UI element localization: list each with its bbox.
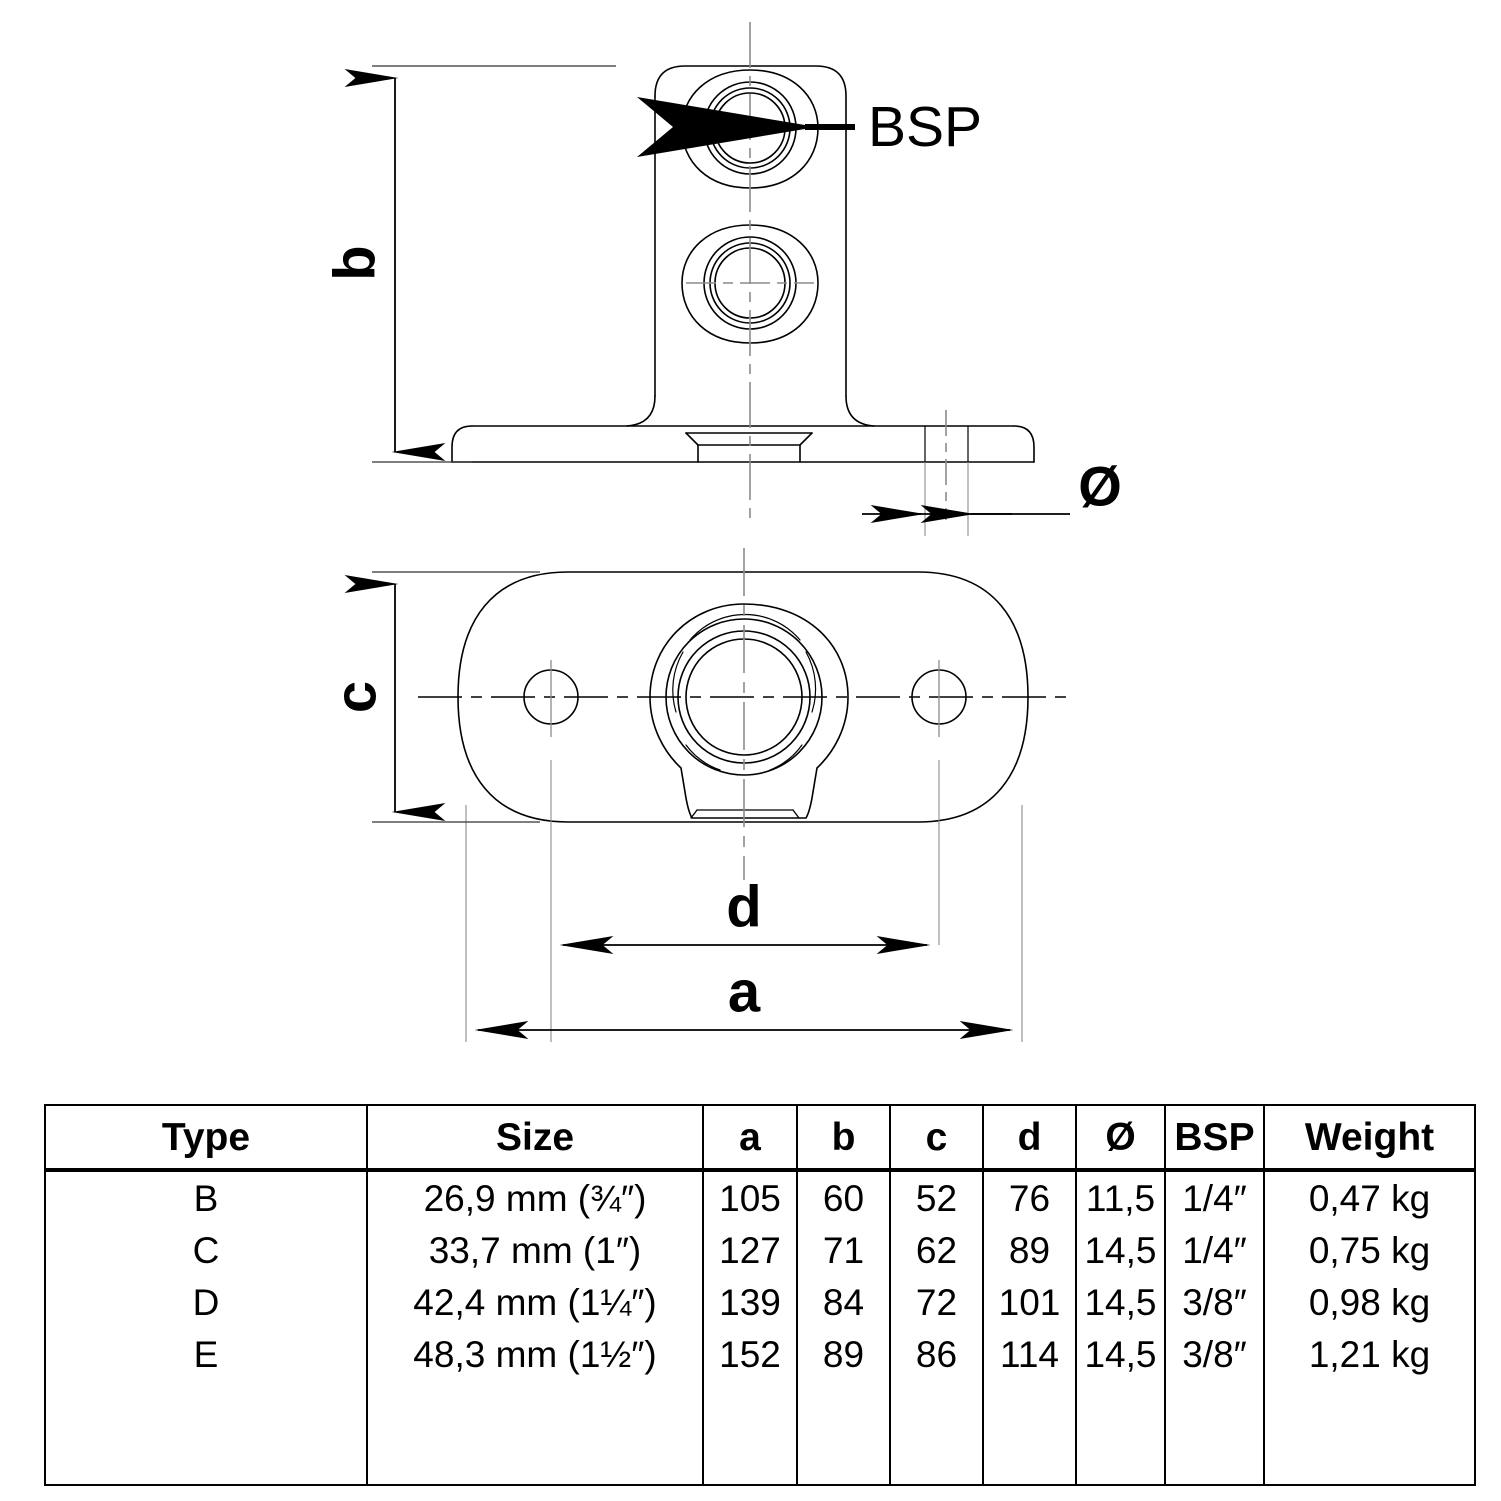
dimension-label-a: a (728, 960, 761, 1025)
cell-type: C (44, 1224, 368, 1276)
col-header-weight: Weight (1263, 1104, 1476, 1172)
cell-c: 52 (889, 1170, 984, 1224)
dimension-dia: Ø (862, 455, 1122, 523)
dimension-a: a (474, 960, 1014, 1039)
specification-table: Type Size a b c d Ø BSP Weight B 26,9 mm… (44, 1104, 1476, 1486)
cell-bsp: 1/4″ (1164, 1170, 1265, 1224)
table-header-row: Type Size a b c d Ø BSP Weight (44, 1104, 1476, 1172)
cell-empty (702, 1380, 798, 1486)
cell-weight: 0,75 kg (1263, 1224, 1476, 1276)
col-header-a: a (702, 1104, 798, 1172)
col-header-type: Type (44, 1104, 368, 1172)
cell-b: 71 (796, 1224, 891, 1276)
dimension-c: c (324, 571, 540, 823)
cell-empty (1075, 1380, 1166, 1486)
table-row: D 42,4 mm (1¼″) 139 84 72 101 14,5 3/8″ … (44, 1276, 1476, 1328)
cell-empty (1263, 1380, 1476, 1486)
cell-weight: 1,21 kg (1263, 1328, 1476, 1380)
cell-empty (1164, 1380, 1265, 1486)
plan-view-centerlines-gray (465, 548, 1023, 1042)
cell-b: 60 (796, 1170, 891, 1224)
cell-empty (889, 1380, 984, 1486)
cell-diameter: 14,5 (1075, 1224, 1166, 1276)
cell-type: E (44, 1328, 368, 1380)
cell-bsp: 3/8″ (1164, 1276, 1265, 1328)
col-header-diameter: Ø (1075, 1104, 1166, 1172)
cell-c: 62 (889, 1224, 984, 1276)
cell-size: 33,7 mm (1″) (366, 1224, 704, 1276)
table-row: E 48,3 mm (1½″) 152 89 86 114 14,5 3/8″ … (44, 1328, 1476, 1380)
cell-d: 114 (982, 1328, 1077, 1380)
cell-empty (796, 1380, 891, 1486)
bsp-callout: BSP (637, 95, 982, 159)
cell-d: 89 (982, 1224, 1077, 1276)
cell-bsp: 1/4″ (1164, 1224, 1265, 1276)
cell-a: 152 (702, 1328, 798, 1380)
cell-size: 42,4 mm (1¼″) (366, 1276, 704, 1328)
cell-d: 76 (982, 1170, 1077, 1224)
dimension-label-dia: Ø (1078, 455, 1122, 518)
cell-type: B (44, 1170, 368, 1224)
bsp-callout-label: BSP (868, 95, 982, 159)
col-header-c: c (889, 1104, 984, 1172)
cell-type: D (44, 1276, 368, 1328)
cell-bsp: 3/8″ (1164, 1328, 1265, 1380)
dimension-label-d: d (726, 875, 761, 940)
table-row: B 26,9 mm (¾″) 105 60 52 76 11,5 1/4″ 0,… (44, 1170, 1476, 1224)
cell-c: 72 (889, 1276, 984, 1328)
cell-d: 101 (982, 1276, 1077, 1328)
cell-size: 48,3 mm (1½″) (366, 1328, 704, 1380)
cell-a: 139 (702, 1276, 798, 1328)
cell-empty (982, 1380, 1077, 1486)
cell-c: 86 (889, 1328, 984, 1380)
dimension-d: d (559, 875, 931, 954)
dimension-label-b: b (323, 245, 388, 280)
cell-weight: 0,98 kg (1263, 1276, 1476, 1328)
cell-a: 127 (702, 1224, 798, 1276)
cell-diameter: 14,5 (1075, 1328, 1166, 1380)
cell-empty (44, 1380, 368, 1486)
cell-diameter: 14,5 (1075, 1276, 1166, 1328)
cell-empty (366, 1380, 704, 1486)
col-header-size: Size (366, 1104, 704, 1172)
table-header: Type Size a b c d Ø BSP Weight (44, 1104, 1476, 1172)
table-empty-row (44, 1380, 1476, 1486)
cell-weight: 0,47 kg (1263, 1170, 1476, 1224)
table-body: B 26,9 mm (¾″) 105 60 52 76 11,5 1/4″ 0,… (44, 1170, 1476, 1486)
dimension-label-c: c (324, 681, 389, 713)
col-header-d: d (982, 1104, 1077, 1172)
cell-b: 84 (796, 1276, 891, 1328)
cell-a: 105 (702, 1170, 798, 1224)
table-row: C 33,7 mm (1″) 127 71 62 89 14,5 1/4″ 0,… (44, 1224, 1476, 1276)
engineering-drawing-area: b Ø BSP (323, 22, 1122, 1042)
cell-size: 26,9 mm (¾″) (366, 1170, 704, 1224)
col-header-bsp: BSP (1164, 1104, 1265, 1172)
dimension-b: b (323, 65, 616, 463)
col-header-b: b (796, 1104, 891, 1172)
cell-b: 89 (796, 1328, 891, 1380)
specification-table-container: Type Size a b c d Ø BSP Weight B 26,9 mm… (44, 1104, 1476, 1486)
cell-diameter: 11,5 (1075, 1170, 1166, 1224)
